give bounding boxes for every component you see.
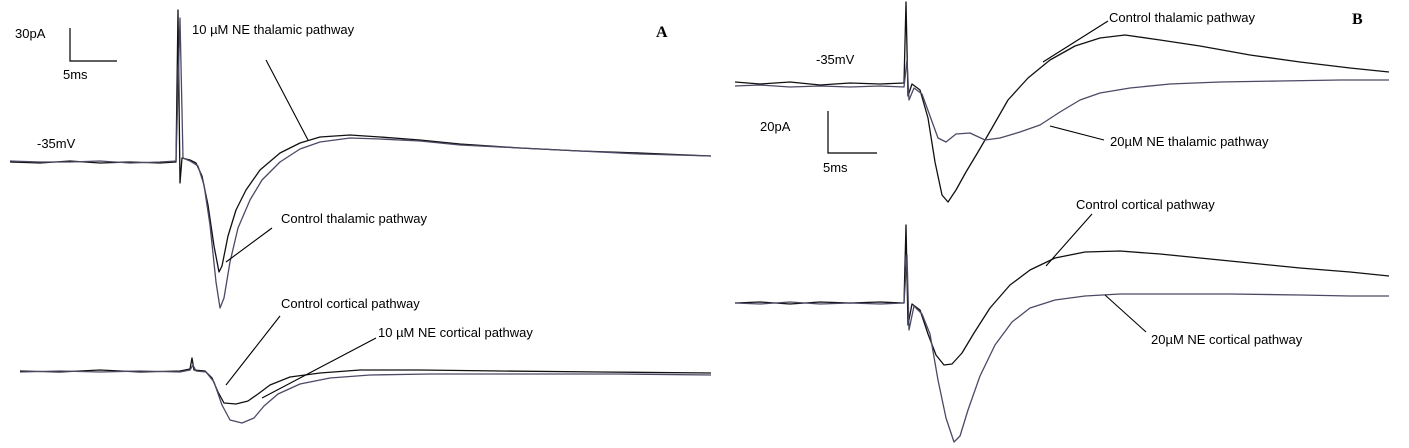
panel-b-scale-time: 5ms — [823, 160, 848, 175]
panel-b-leader-thalamic-control — [1042, 20, 1109, 63]
panel-b-leader-cortical-ne — [1104, 294, 1147, 333]
panel-b-leader-thalamic-ne — [1049, 125, 1105, 141]
panel-a-trace-thalamic-ne — [9, 17, 712, 309]
panel-a-letter: A — [656, 24, 668, 41]
panel-b-letter: B — [1352, 11, 1363, 28]
panel-b-trace-thalamic-ne — [734, 59, 1389, 143]
panel-a-leader-cortical-control — [225, 315, 281, 386]
panel-a-leader-cortical-ne — [261, 337, 377, 399]
panel-a-scale-current: 30pA — [15, 26, 46, 41]
panel-a-scale-lines — [69, 28, 117, 62]
panel-b-label-thalamic-control: Control thalamic pathway — [1109, 10, 1255, 25]
panel-b-scale-bar: 20pA 5ms — [760, 111, 877, 175]
panel-a-leader-thalamic-ne — [265, 59, 309, 141]
panel-b-scale-current: 20pA — [760, 119, 791, 134]
panel-a-label-thalamic-control: Control thalamic pathway — [281, 211, 427, 226]
panel-a-cortical-traces — [19, 357, 712, 424]
panel-b-holding-potential: -35mV — [816, 52, 855, 67]
panel-b: B -35mV 20pA 5ms Control thalamic pathwa… — [734, 1, 1390, 443]
panel-a-trace-thalamic-control — [9, 9, 712, 273]
panel-a-label-thalamic-ne: 10 µM NE thalamic pathway — [192, 22, 355, 37]
panel-b-label-cortical-ne: 20µM NE cortical pathway — [1151, 332, 1303, 347]
panel-b-cortical-traces — [734, 224, 1390, 443]
panel-a-label-cortical-ne: 10 µM NE cortical pathway — [378, 325, 533, 340]
panel-a-label-cortical-control: Control cortical pathway — [281, 296, 420, 311]
panel-a: A 30pA 5ms -35mV 10 µM NE thalamic pathw… — [9, 9, 712, 424]
panel-b-leader-cortical-control — [1045, 213, 1093, 267]
panel-b-thalamic-traces — [734, 1, 1390, 203]
panel-b-annotations: Control thalamic pathway 20µM NE thalami… — [1042, 10, 1303, 347]
panel-b-trace-cortical-control — [734, 224, 1390, 366]
panel-b-scale-lines — [827, 111, 877, 154]
panel-a-trace-cortical-ne — [19, 364, 712, 424]
panel-b-trace-thalamic-control — [734, 1, 1390, 203]
panel-a-leader-thalamic-control — [225, 227, 273, 263]
panel-b-label-cortical-control: Control cortical pathway — [1076, 197, 1215, 212]
panel-a-annotations: 10 µM NE thalamic pathway Control thalam… — [192, 22, 533, 399]
panel-b-label-thalamic-ne: 20µM NE thalamic pathway — [1110, 134, 1269, 149]
panel-a-holding-potential: -35mV — [37, 136, 76, 151]
panel-a-trace-cortical-control — [19, 357, 712, 405]
panel-a-scale-bar: 30pA 5ms — [15, 26, 117, 82]
panel-a-thalamic-traces — [9, 9, 712, 309]
panel-b-trace-cortical-ne — [734, 254, 1389, 443]
panel-a-scale-time: 5ms — [63, 67, 88, 82]
